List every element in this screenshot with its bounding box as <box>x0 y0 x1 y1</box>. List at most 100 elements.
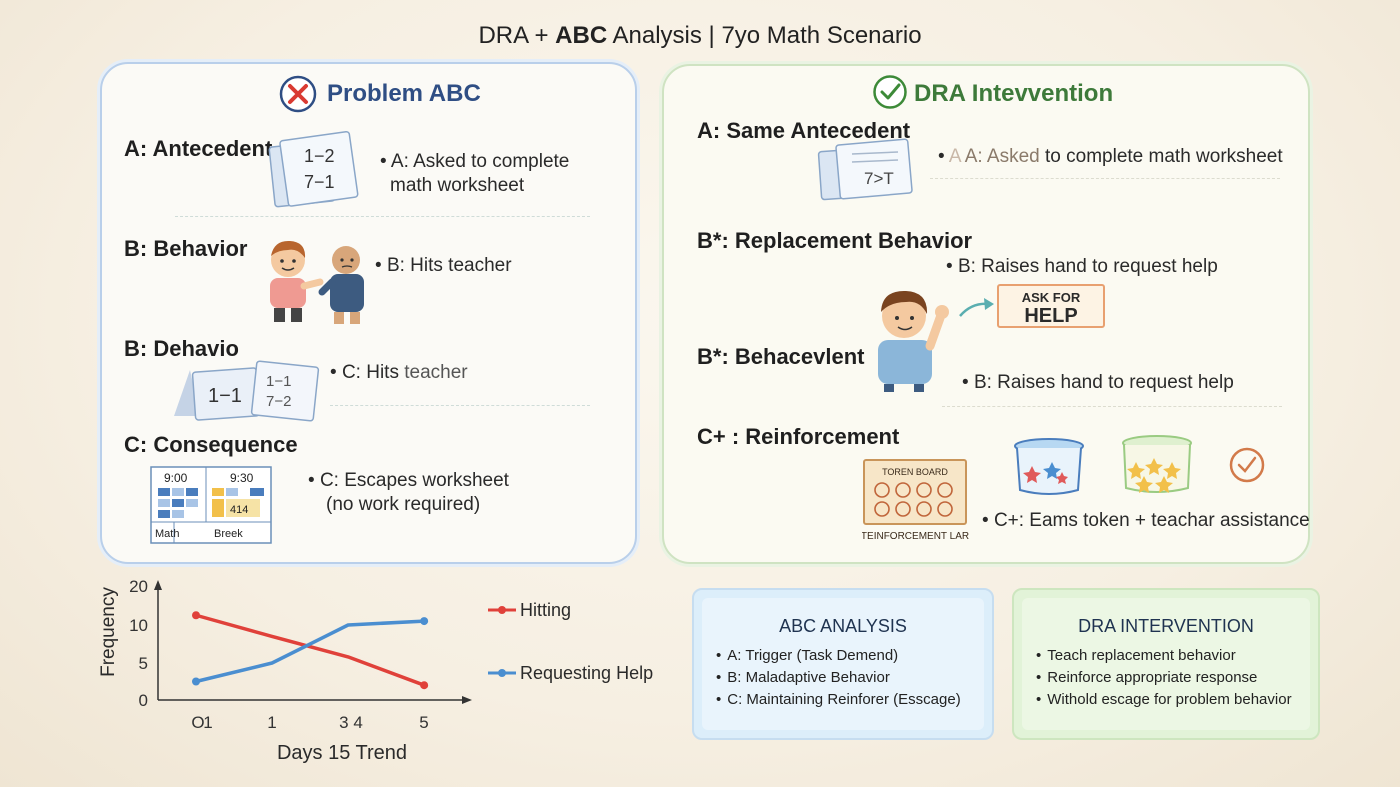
y-tick-label: 5 <box>139 654 148 673</box>
worksheet-bottom-text: 7−1 <box>304 172 335 192</box>
list-item: B: Maladaptive Behavior <box>716 667 984 689</box>
divider <box>175 216 590 217</box>
behavior2-bullet-text: B: Raises hand to request help <box>973 372 1234 393</box>
data-point <box>420 681 429 690</box>
behavior2-bullet-prefix: C: Hits <box>341 362 405 383</box>
schedule-time-1: 9:00 <box>164 471 188 485</box>
y-tick-label: 20 <box>129 577 148 596</box>
divider <box>930 178 1280 179</box>
divider <box>942 406 1282 407</box>
x-tick-label: 5 <box>419 713 428 732</box>
dra-intervention-title: DRA Intevvention <box>914 80 1114 107</box>
series-line <box>195 619 425 684</box>
data-point <box>192 677 200 686</box>
list-item: C: Maintaining Reinforer (Esscage) <box>716 689 984 711</box>
chart-xlabel: Days 15 Trend <box>277 742 407 764</box>
worksheet-icon: 1−2 7−1 <box>268 130 359 208</box>
x-circle-icon <box>279 75 317 113</box>
consequence-heading: C: Consequence <box>124 432 298 457</box>
schedule-time-2: 9:30 <box>230 471 254 485</box>
list-item: A: Trigger (Task Demend) <box>716 645 984 667</box>
legend-marker <box>498 606 506 614</box>
x-tick-label: 3 4 <box>339 713 363 732</box>
flashcard-b-top: 1−1 <box>266 373 291 390</box>
consequence-bullet: • C: Escapes worksheet (no work required… <box>308 470 509 515</box>
check-circle-icon <box>1229 447 1265 483</box>
behavior-bullet-text: B: Hits teacher <box>386 255 512 276</box>
antecedent-bullet-line1: A: Asked to complete <box>390 151 570 172</box>
list-item: Reinforce appropriate response <box>1036 667 1310 689</box>
schedule-illustration: 9:00 9:30 414 Math Breek <box>150 466 272 544</box>
series-line <box>195 613 425 687</box>
same-antecedent-heading: A: Same Antecedent <box>697 118 911 143</box>
list-item: Teach replacement behavior <box>1036 645 1310 667</box>
token-board-label: TOREN BOARD <box>882 467 948 477</box>
problem-abc-title: Problem ABC <box>327 80 481 107</box>
flashcards-illustration: 1−1 1−1 7−2 <box>174 360 320 422</box>
schedule-label-math: Math <box>155 528 179 540</box>
x-tick-label: 1 <box>267 713 276 732</box>
worksheet-text: 7>T <box>864 169 894 188</box>
dra-card-inner: DRA INTERVENTION Teach replacement behav… <box>1022 598 1310 730</box>
antecedent-heading: A: Antecedent <box>124 136 273 161</box>
worksheet-icon: 7>T <box>817 138 913 201</box>
reinforcement-bullet-text: C+: Eams token + teachar assistance <box>993 510 1310 531</box>
x-axis-arrow <box>462 696 472 704</box>
bullet-rest: to complete math worksheet <box>1039 146 1283 167</box>
page-title: DRA + ABC Analysis | 7yo Math Scenario <box>0 22 1400 50</box>
chart-ylabel: Frequency <box>98 587 119 677</box>
dra-intervention-card: DRA INTERVENTION Teach replacement behav… <box>1012 588 1320 740</box>
x-tick-label: 1 <box>203 713 212 732</box>
consequence-bullet-line1: C: Escapes worksheet <box>319 470 509 491</box>
same-antecedent-bullet: • A A: Asked to complete math worksheet <box>938 146 1283 167</box>
y-tick-label: 10 <box>129 616 148 635</box>
abc-analysis-card: ABC ANALYSIS A: Trigger (Task Demend) B:… <box>692 588 994 740</box>
abc-card-title: ABC ANALYSIS <box>779 616 907 636</box>
data-point <box>420 617 429 626</box>
bullet-mid: A: Asked <box>964 146 1040 167</box>
sign-line2: HELP <box>1024 305 1077 327</box>
behavior-heading: B: Behavior <box>124 236 248 261</box>
abc-card-inner: ABC ANALYSIS A: Trigger (Task Demend) B:… <box>702 598 984 730</box>
dra-intervention-panel <box>662 64 1310 564</box>
sign-line1: ASK FOR <box>1022 290 1081 305</box>
star-jar-yellow-icon <box>1122 435 1192 493</box>
behavior2-heading: B*: Behacevlent <box>697 344 865 369</box>
title-prefix: DRA + <box>478 22 556 49</box>
antecedent-bullet: • A: Asked to complete math worksheet <box>380 151 570 196</box>
consequence-bullet-line2: (no work required) <box>326 494 481 515</box>
reinforcement-heading: C+ : Reinforcement <box>697 424 900 449</box>
child-hitting-teacher-illustration <box>270 240 364 324</box>
replacement-bullet-text: B: Raises hand to request help <box>957 256 1218 277</box>
flashcard-b-bottom: 7−2 <box>266 393 291 410</box>
data-point <box>192 611 200 620</box>
star-jar-blue-icon <box>1014 438 1084 495</box>
bullet-faded: A <box>948 146 965 167</box>
behavior2-heading: B: Dehavio <box>124 336 239 361</box>
behavior2-bullet-bold: teacher <box>404 362 468 383</box>
title-bold: ABC <box>555 22 608 49</box>
behavior2-bullet: • C: Hits teacher <box>330 362 468 383</box>
abc-card-list: A: Trigger (Task Demend) B: Maladaptive … <box>716 645 984 711</box>
flashcard-a-text: 1−1 <box>208 385 242 407</box>
behavior2-bullet: • B: Raises hand to request help <box>962 372 1234 393</box>
reinforcement-bullet: • C+: Eams token + teachar assistance <box>982 510 1310 531</box>
behavior-bullet: • B: Hits teacher <box>375 255 512 276</box>
ask-for-help-sign: ASK FOR HELP <box>997 284 1105 328</box>
dra-card-list: Teach replacement behavior Reinforce app… <box>1036 645 1310 711</box>
title-suffix: Analysis | 7yo Math Scenario <box>607 22 922 49</box>
arrow-icon <box>959 298 994 317</box>
token-board-illustration: TOREN BOARD TEINFORCEMENT LAR <box>862 459 969 542</box>
worksheet-top-text: 1−2 <box>304 146 335 166</box>
schedule-label-break: Breek <box>214 528 243 540</box>
y-axis-arrow <box>154 580 162 590</box>
check-circle-icon <box>873 75 907 109</box>
antecedent-bullet-line2: math worksheet <box>390 175 525 196</box>
schedule-number: 414 <box>230 504 248 516</box>
replacement-bullet: • B: Raises hand to request help <box>946 256 1218 277</box>
dra-card-title: DRA INTERVENTION <box>1078 616 1254 636</box>
y-tick-label: 0 <box>139 691 148 710</box>
legend-marker <box>498 669 506 677</box>
legend-label: Hitting <box>520 600 571 620</box>
